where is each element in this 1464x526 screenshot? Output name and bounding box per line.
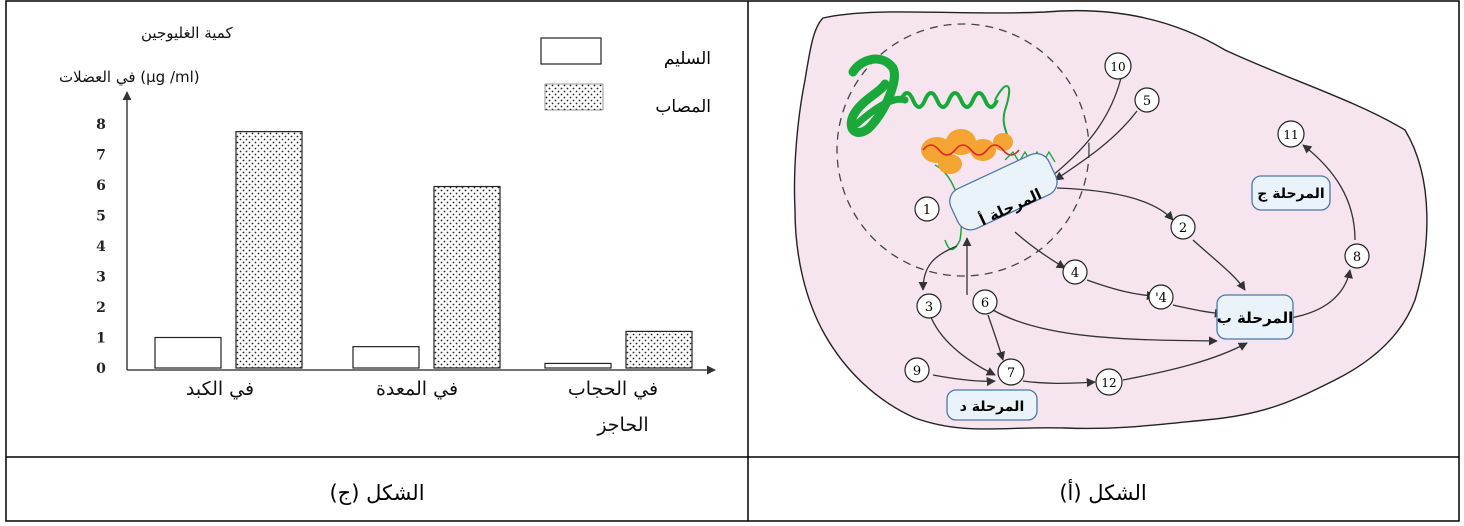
stage-c-box: المرحلة ج — [1251, 175, 1331, 211]
y-tick-label: 8 — [96, 117, 106, 133]
bars — [154, 131, 693, 369]
bar-infected-1 — [433, 185, 501, 369]
svg-text:9: 9 — [913, 364, 921, 379]
y-tick-label: 3 — [96, 270, 106, 286]
node-2: 2 — [1170, 214, 1196, 240]
x-category-label: في الحجاب — [568, 378, 658, 400]
y-tick-label: 1 — [96, 331, 106, 347]
svg-text:7: 7 — [1007, 366, 1015, 381]
stage-b-label: المرحلة ب — [1217, 309, 1294, 327]
svg-text:10: 10 — [1110, 60, 1125, 74]
node-5: 5 — [1134, 87, 1160, 113]
bar-healthy-0 — [154, 336, 222, 369]
x-category-label: في المعدة — [376, 378, 458, 400]
stage-c-label: المرحلة ج — [1257, 186, 1324, 202]
node-11: 11 — [1277, 120, 1305, 148]
y-tick-label: 4 — [96, 239, 106, 255]
legend-swatch-infected — [544, 83, 604, 111]
stage-d-box: المرحلة د — [946, 389, 1038, 421]
node-3: 3 — [916, 293, 942, 319]
node-9: 9 — [904, 357, 930, 383]
legend: السليم المصاب — [540, 37, 711, 117]
x-categories: في الكبد في المعدة في الحجاب الحاجز — [186, 378, 658, 436]
y-tick-label: 7 — [96, 148, 106, 164]
node-6: 6 — [972, 289, 998, 315]
cell-diagram: المرحلة أ المرحلة ب المرحلة ج المرحلة د … — [793, 9, 1428, 505]
node-8: 8 — [1344, 243, 1370, 269]
bar-infected-2 — [625, 330, 693, 369]
ribosome-icon — [921, 129, 1056, 211]
y-ticks: 0 1 2 3 4 5 6 7 8 — [96, 117, 106, 377]
y-axis-label-line1: كمية الغليوجين — [141, 24, 233, 42]
svg-text:12: 12 — [1101, 376, 1116, 390]
svg-text:5: 5 — [1143, 94, 1151, 109]
chromosome-icon — [846, 54, 1011, 251]
svg-text:'4: '4 — [1155, 291, 1167, 306]
legend-label-infected: المصاب — [655, 97, 711, 117]
x-category-label: في الكبد — [186, 378, 254, 400]
nucleus-boundary — [836, 23, 1090, 277]
node-4: 4 — [1062, 259, 1088, 285]
table-grid — [5, 0, 1460, 522]
caption-right: الشكل (أ) — [1059, 479, 1146, 505]
node-12: 12 — [1095, 368, 1123, 396]
y-tick-label: 6 — [96, 178, 106, 194]
svg-text:8: 8 — [1353, 250, 1361, 265]
node-1: 1 — [914, 196, 940, 222]
node-4-prime: '4 — [1148, 284, 1174, 310]
svg-text:6: 6 — [981, 296, 989, 311]
bar-healthy-1 — [352, 346, 420, 369]
pathway-arrows — [918, 77, 1356, 388]
legend-label-healthy: السليم — [664, 49, 711, 69]
svg-text:4: 4 — [1071, 266, 1079, 281]
bar-chart: كمية الغليوجين في العضلات (µg /ml) 0 1 2 3 4… — [59, 24, 716, 506]
svg-text:1: 1 — [923, 203, 931, 218]
bar-healthy-2 — [544, 362, 612, 369]
stage-b-box: المرحلة ب — [1216, 294, 1294, 340]
caption-left: الشكل (ج) — [329, 481, 424, 506]
pathway-nodes: 1 2 3 4 '4 5 6 7 8 9 10 11 — [904, 52, 1370, 396]
y-tick-label: 5 — [96, 209, 106, 225]
svg-text:2: 2 — [1179, 221, 1187, 236]
svg-text:3: 3 — [925, 300, 933, 315]
bar-infected-0 — [235, 131, 303, 369]
node-10: 10 — [1104, 52, 1132, 80]
stage-d-label: المرحلة د — [960, 399, 1025, 415]
x-category-label: الحاجز — [596, 414, 648, 436]
y-tick-label: 2 — [96, 300, 106, 316]
y-tick-label: 0 — [96, 361, 106, 377]
svg-text:11: 11 — [1283, 128, 1298, 142]
y-axis-label-line2: في العضلات (µg /ml) — [59, 68, 200, 87]
legend-swatch-healthy — [540, 37, 602, 65]
node-7: 7 — [997, 358, 1025, 386]
